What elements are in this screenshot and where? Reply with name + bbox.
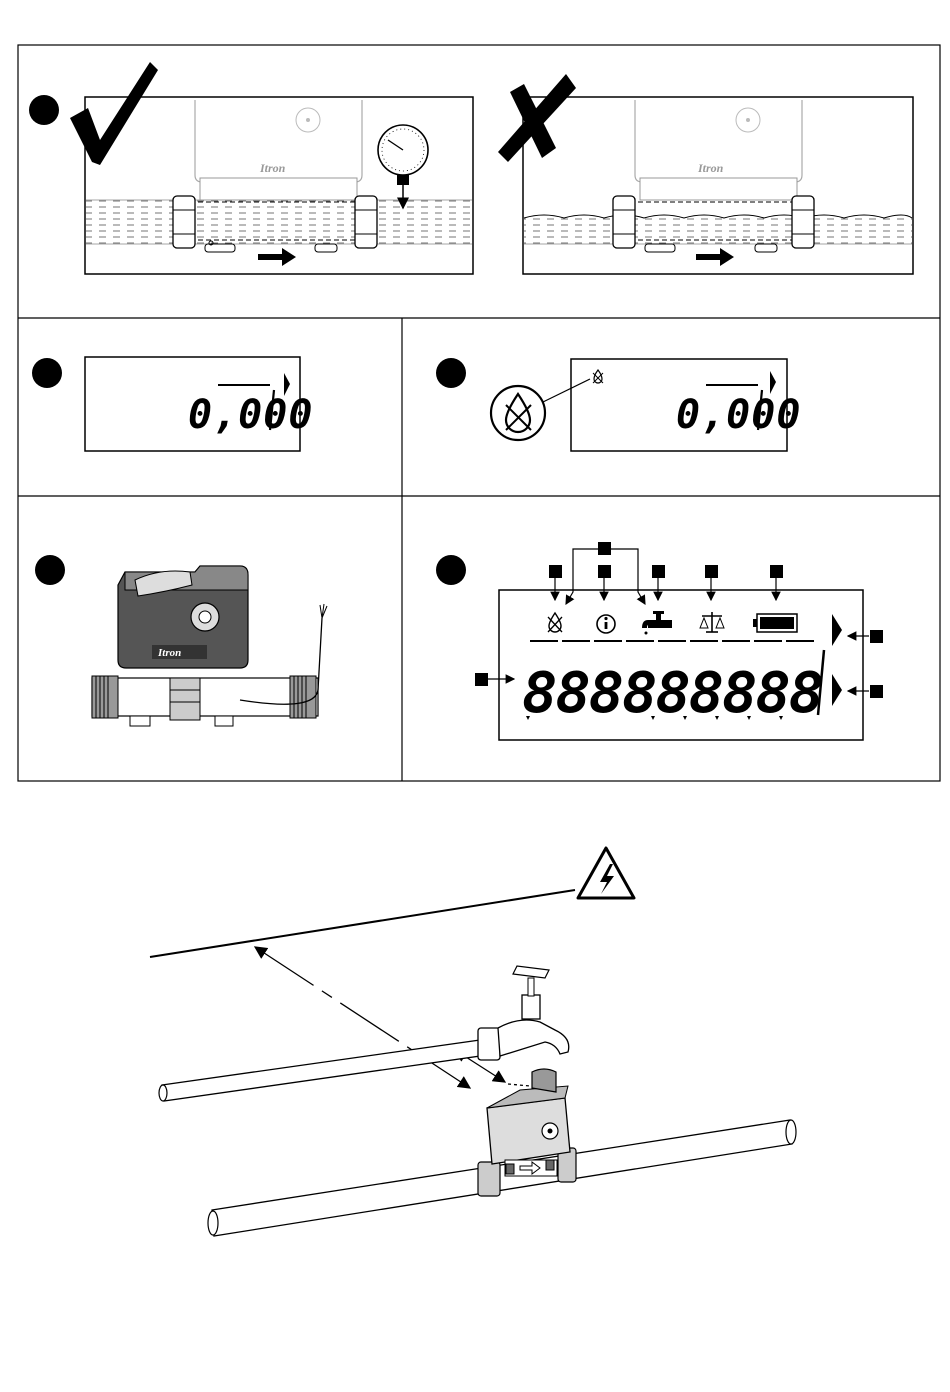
callout-marker (598, 565, 611, 578)
water-meter-icon: Itron (92, 566, 327, 726)
step-dot (436, 555, 466, 585)
installation-scene (0, 790, 950, 1392)
electrical-hazard-icon (578, 848, 634, 898)
upper-pipe (159, 1040, 480, 1101)
display-a-panel: 0,000 (32, 357, 313, 451)
lcd-legend-panel: 888888888 (436, 542, 883, 740)
install-wrong-panel: Itron (498, 74, 913, 274)
meter-wiring-panel: Itron (35, 555, 327, 726)
lcd-reading: 0,000 (676, 392, 801, 438)
callout-marker (870, 685, 883, 698)
display-b-panel: 0,000 (436, 358, 801, 451)
svg-text:Itron: Itron (157, 647, 181, 659)
callout-marker (652, 565, 665, 578)
step-dot (32, 358, 62, 388)
no-water-drop-icon (491, 386, 545, 440)
power-cable (150, 890, 575, 957)
callout-marker (475, 673, 488, 686)
brand-logo: Itron (697, 161, 724, 175)
instruction-grid-drawing: Itron Itron (0, 0, 950, 790)
callout-marker (705, 565, 718, 578)
step-dot (436, 358, 466, 388)
callout-marker (870, 630, 883, 643)
water-tap-icon (478, 966, 569, 1060)
callout-marker (549, 565, 562, 578)
callout-marker (770, 565, 783, 578)
instruction-grid: Itron Itron (0, 0, 950, 790)
step-dot (29, 95, 59, 125)
install-correct-panel: Itron (29, 62, 473, 274)
lcd-reading: 0,000 (188, 392, 313, 438)
step-dot (35, 555, 65, 585)
lcd-segment-digits: 888888888 (522, 661, 822, 726)
brand-logo: Itron (259, 161, 286, 175)
installation-scene-drawing (0, 790, 950, 1392)
